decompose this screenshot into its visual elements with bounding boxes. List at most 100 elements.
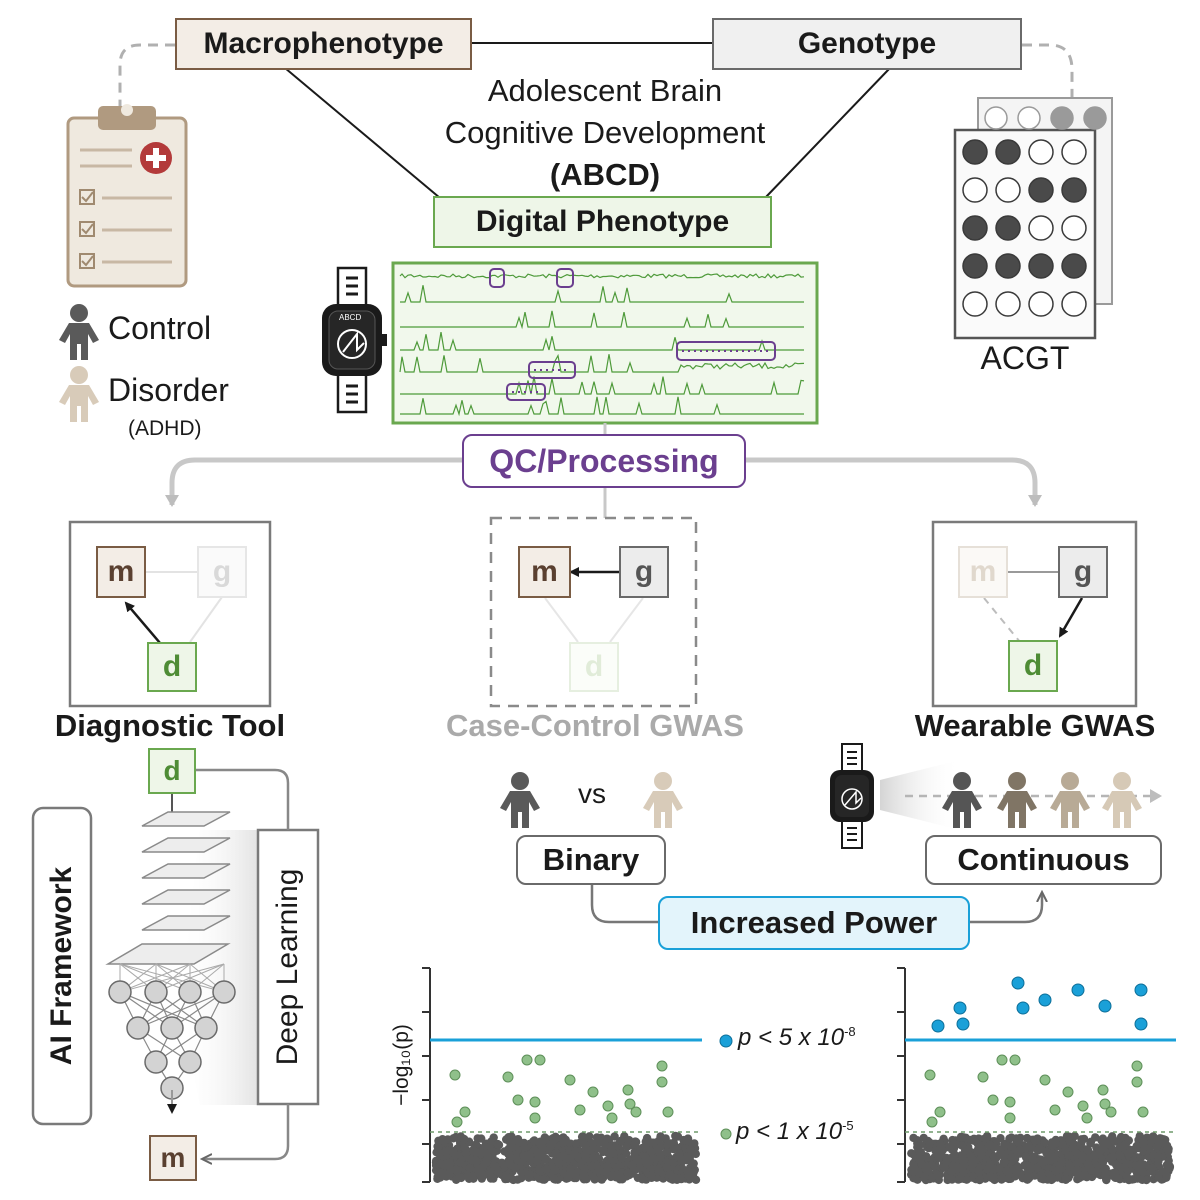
- snp-point: [456, 1158, 465, 1167]
- snp-point: [1162, 1141, 1172, 1150]
- snp-point: [1005, 1134, 1014, 1143]
- snp-point: [1156, 1138, 1165, 1147]
- suggestive-snp: [502, 1071, 514, 1083]
- significant-snp: [1134, 983, 1148, 997]
- significant-snp: [1038, 993, 1052, 1007]
- deep-learning-frame: [256, 828, 320, 1106]
- suggestive-snp: [1097, 1084, 1109, 1096]
- snp-point: [630, 1139, 640, 1149]
- snp-point: [1024, 1141, 1033, 1151]
- digital-phenotype-box: Digital Phenotype: [433, 196, 772, 248]
- snp-point: [1013, 1162, 1022, 1172]
- snp-point: [989, 1152, 999, 1161]
- snp-point: [947, 1141, 957, 1150]
- snp-point: [1109, 1135, 1118, 1144]
- array-spot: [1061, 139, 1087, 165]
- snp-point: [1010, 1153, 1019, 1162]
- array-spot: [1061, 253, 1087, 279]
- snp-point: [922, 1152, 931, 1161]
- snp-point: [682, 1156, 691, 1165]
- suggestive-snp: [1004, 1096, 1016, 1108]
- suggestive-snp: [564, 1074, 576, 1086]
- wearable-gwas-title: Wearable GWAS: [914, 708, 1156, 743]
- snp-point: [1139, 1143, 1148, 1152]
- acgt-label: ACGT: [980, 340, 1070, 376]
- snp-point: [942, 1153, 951, 1163]
- snp-point: [613, 1170, 622, 1179]
- array-spot-back: [984, 106, 1008, 130]
- snp-point: [924, 1167, 933, 1176]
- snp-point: [950, 1150, 959, 1159]
- snp-point: [656, 1143, 665, 1152]
- snp-point: [483, 1152, 493, 1162]
- snp-point: [1126, 1145, 1135, 1155]
- snp-point: [436, 1168, 445, 1178]
- legend-disorder-sub: (ADHD): [128, 417, 202, 440]
- snp-point: [1039, 1175, 1048, 1184]
- snp-point: [580, 1150, 590, 1160]
- increased-power-box: Increased Power: [658, 896, 970, 950]
- snp-point: [1162, 1160, 1172, 1170]
- study-abbreviation: (ABCD): [549, 157, 661, 192]
- snp-point: [656, 1150, 665, 1159]
- ai-framework-label: AI Framework: [45, 866, 78, 1066]
- wearable-links: [983, 571, 1084, 643]
- snp-point: [999, 1142, 1009, 1151]
- snp-point: [623, 1168, 632, 1178]
- snp-point: [502, 1172, 511, 1181]
- feedback-loop: [196, 768, 290, 1159]
- network-layer: [141, 811, 231, 827]
- study-title: Adolescent Brain Cognitive Development (…: [410, 70, 800, 196]
- array-spot: [1028, 253, 1054, 279]
- snp-point: [1108, 1152, 1118, 1162]
- snp-point: [530, 1136, 539, 1145]
- suggestive-snp: [529, 1096, 541, 1108]
- continuous-box: Continuous: [925, 835, 1162, 885]
- ai-input-node-d: d: [148, 748, 196, 794]
- snp-point: [490, 1162, 500, 1171]
- snp-point: [1070, 1131, 1079, 1141]
- snp-point: [542, 1165, 551, 1174]
- network-layer: [141, 837, 231, 853]
- snp-point: [1083, 1146, 1093, 1155]
- snp-point: [1117, 1142, 1127, 1152]
- array-spot: [1061, 291, 1087, 317]
- snp-point: [1065, 1161, 1075, 1171]
- snp-point: [441, 1147, 451, 1157]
- snp-point: [532, 1156, 542, 1166]
- snp-point: [662, 1162, 671, 1172]
- snp-point: [517, 1174, 526, 1183]
- snp-point: [1051, 1166, 1061, 1176]
- suggestive-snp: [622, 1084, 634, 1096]
- suggestive-snp: [1049, 1104, 1061, 1116]
- snp-point: [647, 1171, 656, 1180]
- array-spot: [1028, 215, 1054, 241]
- continuum-person-3: [1050, 772, 1090, 828]
- activity-trace: [400, 310, 804, 330]
- snp-point: [1014, 1138, 1024, 1147]
- case-control-title: Case-Control GWAS: [446, 708, 744, 743]
- significant-snp: [931, 1019, 945, 1033]
- suggestive-snp: [521, 1054, 533, 1066]
- snp-point: [1146, 1134, 1155, 1143]
- snp-point: [603, 1162, 612, 1171]
- snp-point: [524, 1173, 533, 1182]
- snp-point: [666, 1139, 675, 1148]
- snp-point: [966, 1135, 976, 1145]
- significant-snp: [1016, 1001, 1030, 1015]
- increased-power-label: Increased Power: [690, 905, 938, 940]
- snp-point: [588, 1139, 597, 1149]
- snp-point: [570, 1149, 579, 1159]
- legend-control-label: Control: [108, 310, 212, 346]
- qc-processing-label: QC/Processing: [489, 442, 719, 479]
- snp-point: [671, 1131, 680, 1141]
- snp-point: [520, 1143, 529, 1152]
- snp-point: [647, 1147, 656, 1156]
- snp-point: [504, 1159, 514, 1168]
- array-spot: [1028, 139, 1054, 165]
- snp-point: [1098, 1138, 1107, 1147]
- snp-point: [957, 1141, 967, 1150]
- snp-point: [561, 1154, 570, 1163]
- wearable-panel-frame: [931, 520, 1138, 708]
- snp-point: [597, 1174, 606, 1183]
